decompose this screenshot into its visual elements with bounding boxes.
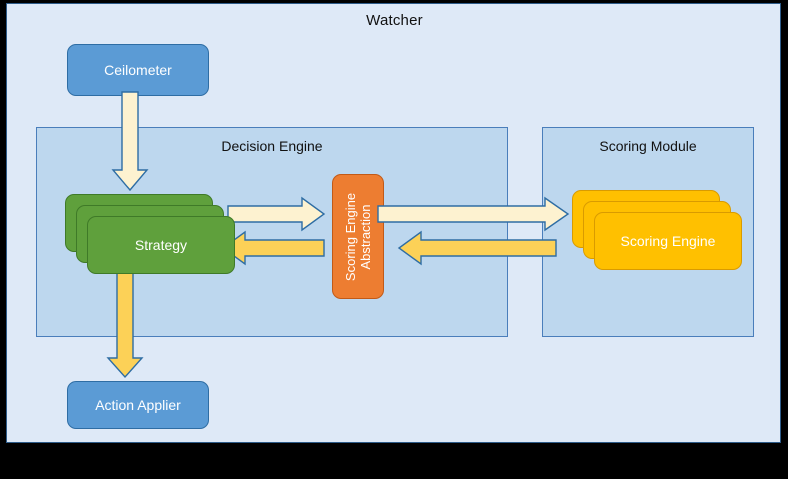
watcher-container: Watcher Decision Engine Scoring Module C…: [6, 3, 781, 443]
node-scoring-engine-copy-3[interactable]: Scoring Engine: [594, 212, 742, 270]
node-strategy-label: Strategy: [134, 237, 188, 253]
node-scoring-engine-abstraction-label-line1: Scoring Engine: [343, 192, 359, 281]
node-strategy-copy-3[interactable]: Strategy: [87, 216, 235, 274]
node-ceilometer[interactable]: Ceilometer: [67, 44, 209, 96]
node-scoring-engine-stack[interactable]: Scoring Engine: [572, 190, 742, 270]
panel-decision-engine-title: Decision Engine: [221, 138, 323, 154]
watcher-title: Watcher: [366, 12, 423, 29]
node-action-applier-label: Action Applier: [95, 397, 181, 413]
node-scoring-engine-abstraction-label: Scoring Engine Abstraction: [343, 192, 373, 280]
node-scoring-engine-abstraction[interactable]: Scoring Engine Abstraction: [332, 174, 384, 299]
node-ceilometer-label: Ceilometer: [104, 62, 172, 78]
node-scoring-engine-label: Scoring Engine: [620, 233, 716, 249]
node-action-applier[interactable]: Action Applier: [67, 381, 209, 429]
node-scoring-engine-abstraction-label-line2: Abstraction: [358, 203, 374, 270]
panel-scoring-module-title: Scoring Module: [599, 138, 697, 154]
node-strategy-stack[interactable]: Strategy: [65, 194, 235, 274]
